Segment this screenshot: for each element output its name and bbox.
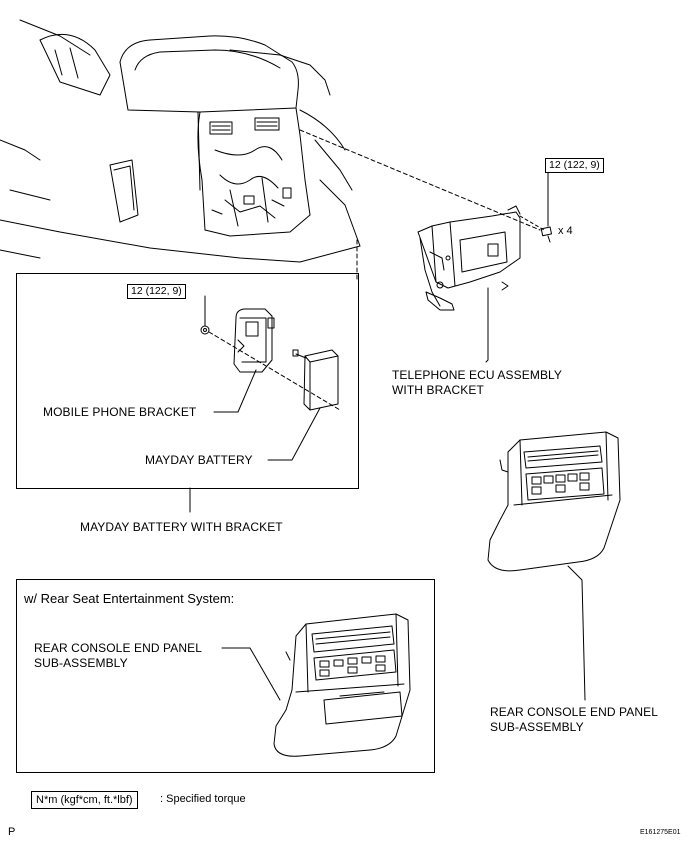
battery-dashed-axis — [208, 331, 341, 411]
rse-panel-label-line2: SUB-ASSEMBLY — [34, 656, 128, 670]
rear-panel-main-leader — [567, 565, 586, 701]
bracket-label-leader — [213, 369, 257, 413]
rse-panel-label-line1: REAR CONSOLE END PANEL — [34, 641, 203, 655]
rear-console-panel-label-line2: SUB-ASSEMBLY — [490, 720, 584, 734]
mayday-battery-inset — [16, 273, 359, 489]
ecu-dashed-leader — [299, 129, 541, 231]
rse-inset — [16, 579, 435, 773]
rear-console-panel-label-line1: REAR CONSOLE END PANEL — [490, 705, 659, 719]
legend-torque-box: N*m (kgf*cm, ft.*lbf) — [31, 791, 138, 809]
quantity-label: x 4 — [558, 225, 573, 237]
legend-text: : Specified torque — [160, 793, 246, 805]
figure-code: E161275E01 — [640, 829, 681, 836]
telephone-ecu-drawing — [417, 205, 521, 311]
rear-console-panel-drawing — [487, 431, 621, 572]
mayday-battery-with-bracket-label: MAYDAY BATTERY WITH BRACKET — [80, 520, 283, 534]
torque-spec-box-inset: 12 (122, 9) — [127, 284, 186, 299]
telephone-ecu-label-line2: WITH BRACKET — [392, 383, 484, 397]
telephone-ecu-label-line1: TELEPHONE ECU ASSEMBLY — [392, 368, 563, 382]
torque-spec-box: 12 (122, 9) — [545, 158, 604, 173]
bolt-icon — [540, 226, 553, 243]
rear-panel-inset-leader — [221, 647, 281, 701]
rear-console-panel-rse-drawing — [273, 613, 411, 757]
rse-inset-header: w/ Rear Seat Entertainment System: — [24, 591, 235, 606]
mobile-phone-bracket-label: MOBILE PHONE BRACKET — [43, 405, 197, 419]
ecu-label-leader — [485, 287, 489, 363]
footer-left-mark: P — [8, 826, 16, 838]
vehicle-interior-drawing — [0, 19, 361, 263]
bolt-dashed-leader — [519, 215, 545, 231]
mayday-battery-label: MAYDAY BATTERY — [145, 453, 253, 467]
mayday-battery-drawing — [292, 349, 339, 411]
battery-label-leader — [267, 407, 321, 461]
